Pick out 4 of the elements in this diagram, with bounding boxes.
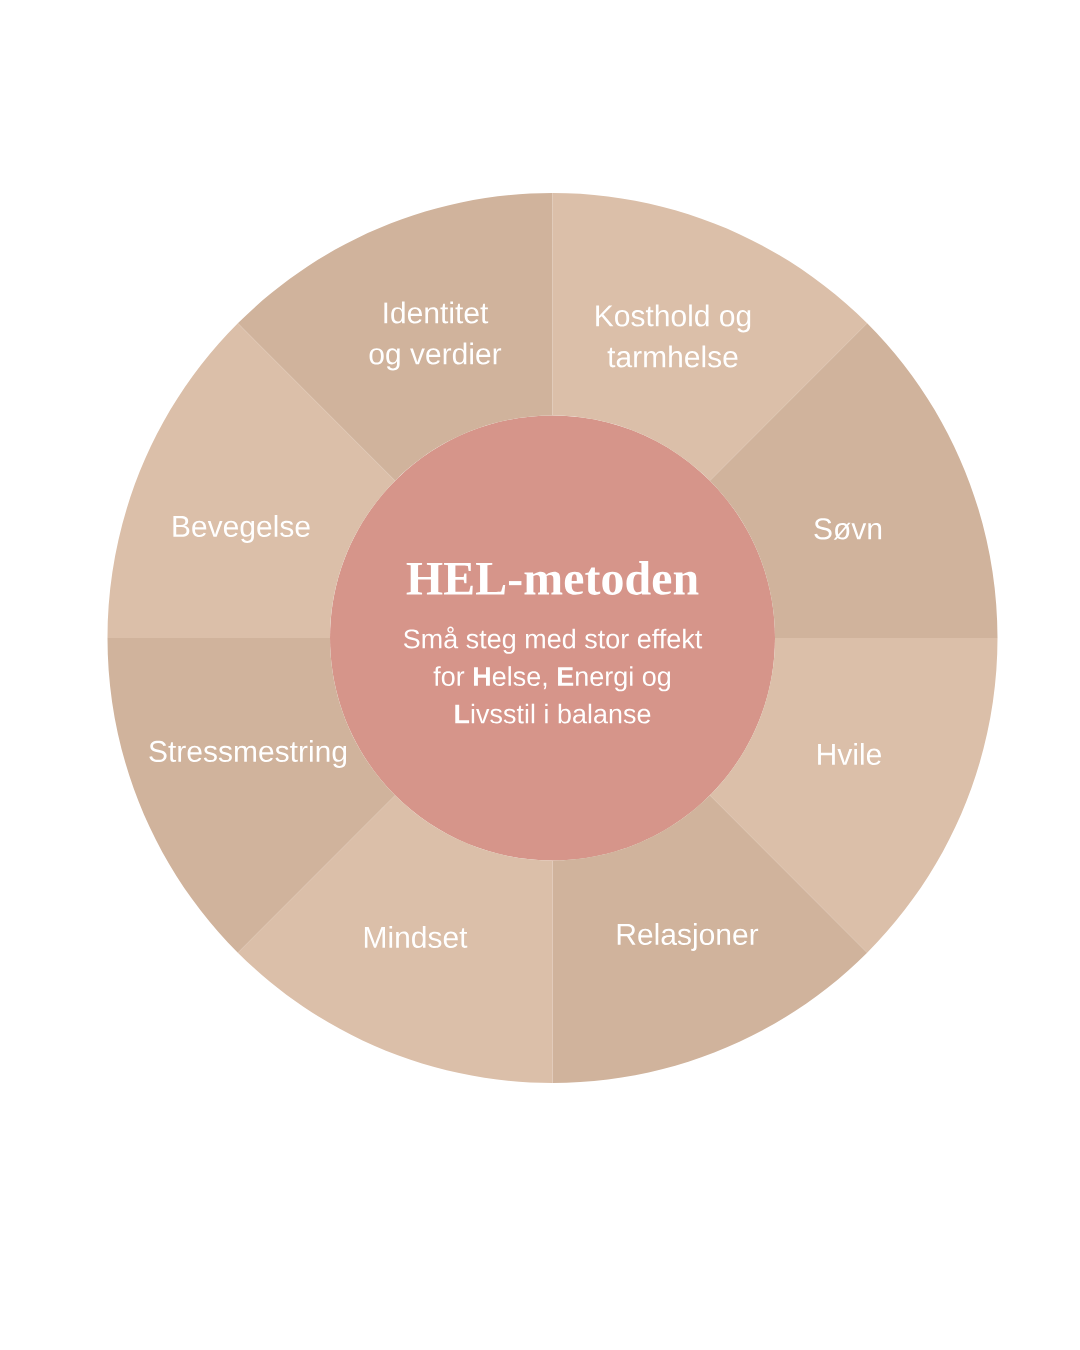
wheel-segment: Kosthold og tarmhelse: [552, 193, 868, 481]
wheel-segment: Identitet og verdier: [237, 193, 553, 481]
wheel-segment: Mindset: [237, 795, 553, 1083]
wheel-segment: Relasjoner: [552, 795, 868, 1083]
